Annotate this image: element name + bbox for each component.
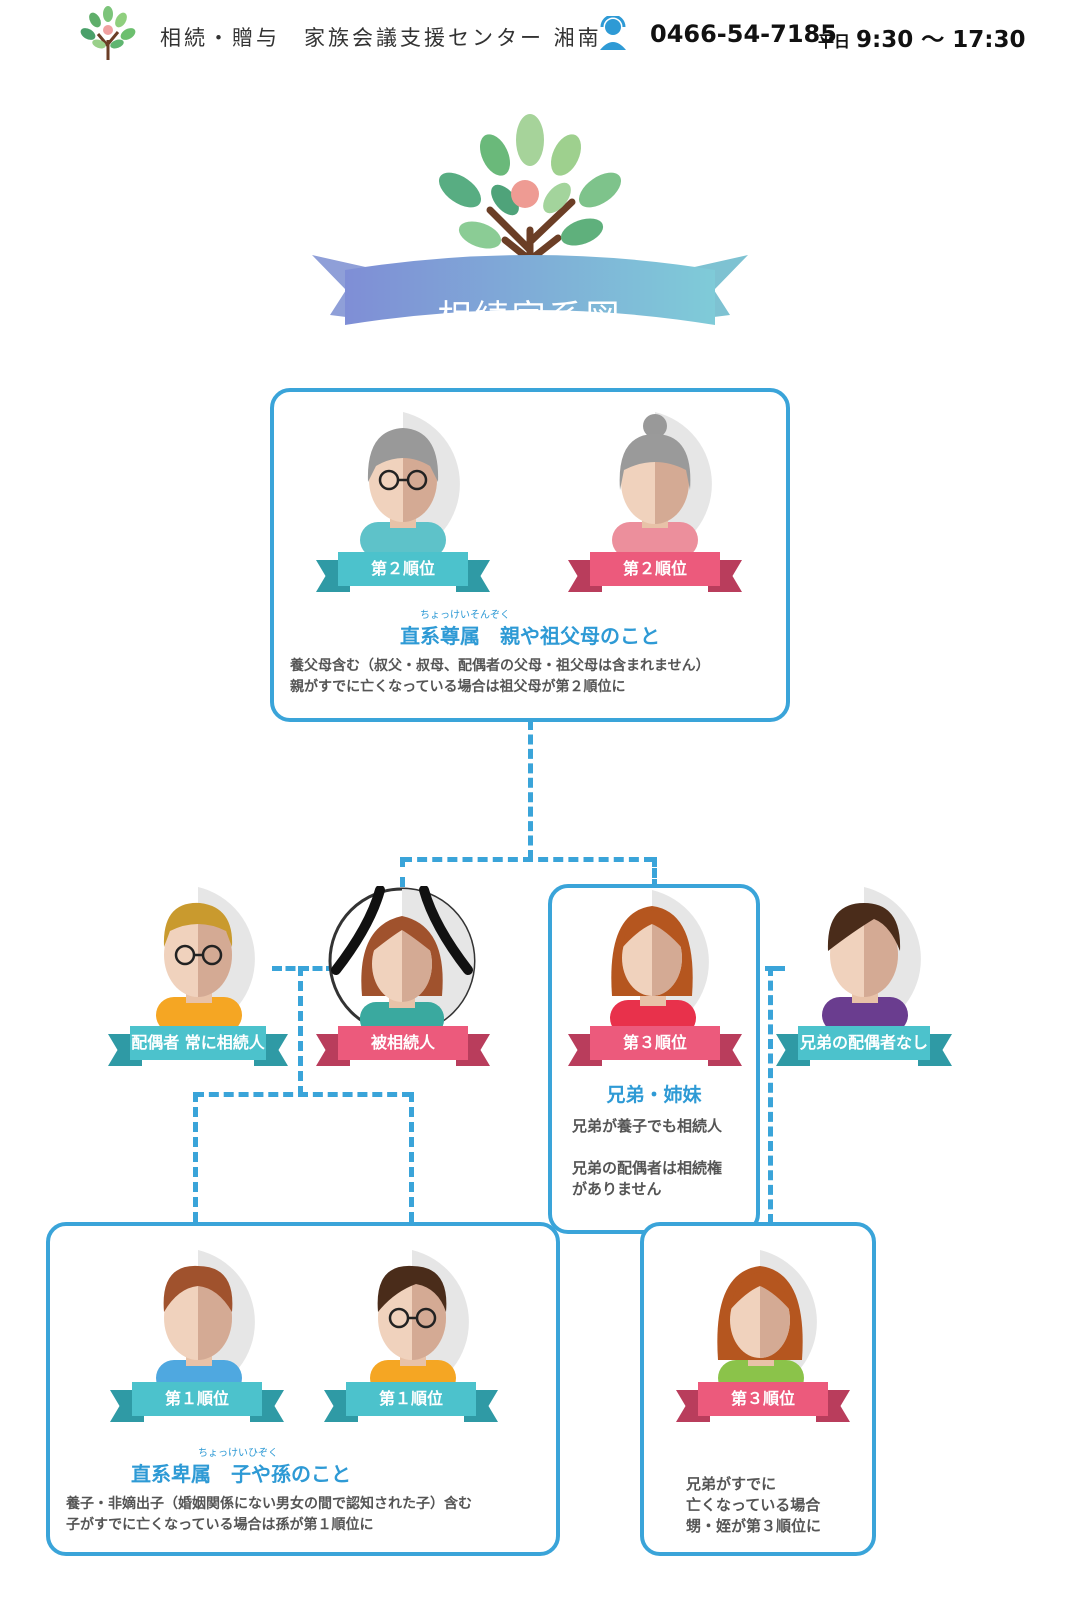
rank-label: 第３順位 bbox=[698, 1382, 828, 1416]
ribbon-deceased: 被相続人 bbox=[316, 1026, 490, 1066]
siblings-note-1: 兄弟が養子でも相続人 bbox=[572, 1117, 723, 1135]
connector-line bbox=[400, 857, 405, 887]
tree-illustration bbox=[438, 114, 622, 294]
connector-line bbox=[272, 966, 336, 971]
connector-line bbox=[409, 1092, 414, 1222]
child-avatar-2 bbox=[370, 1250, 469, 1396]
connector-line bbox=[298, 966, 303, 1096]
siblings-note-2b: がありません bbox=[572, 1180, 662, 1198]
ribbon-grandmother: 第２順位 bbox=[568, 552, 742, 592]
grandfather-avatar bbox=[360, 412, 460, 558]
ribbon-sibling: 第３順位 bbox=[568, 1026, 742, 1066]
family-tree-banner bbox=[312, 114, 748, 325]
nephew-note-3: 甥・姪が第３順位に bbox=[686, 1517, 822, 1535]
child-avatar-1 bbox=[156, 1250, 255, 1396]
deceased-avatar bbox=[328, 886, 476, 1036]
hours-prefix: 平日 bbox=[818, 32, 851, 51]
rank-label: 第１順位 bbox=[346, 1382, 476, 1416]
sibling-spouse-avatar bbox=[822, 887, 921, 1033]
connector-line bbox=[652, 857, 657, 889]
siblings-title: 兄弟・姉妹 bbox=[606, 1084, 702, 1106]
sibling-avatar bbox=[610, 890, 709, 1036]
connector-line bbox=[768, 966, 773, 1224]
ribbon-spouse: 配偶者 常に相続人 bbox=[108, 1026, 288, 1066]
org-name: 相続・贈与 家族会議支援センター 湘南 bbox=[160, 26, 602, 50]
connector-line bbox=[194, 1092, 412, 1097]
descendants-note-2: 子がすでに亡くなっている場合は孫が第１順位に bbox=[66, 1517, 374, 1533]
business-hours: 平日 9:30 〜 17:30 bbox=[818, 20, 1025, 54]
hours-value: 9:30 〜 17:30 bbox=[856, 27, 1026, 53]
operator-headset-icon bbox=[600, 16, 626, 50]
nephew-note-2: 亡くなっている場合 bbox=[686, 1496, 821, 1514]
connector-line bbox=[402, 857, 654, 862]
ascendants-ruby: ちょっけいそんぞく bbox=[420, 610, 510, 621]
sibling-spouse-label: 兄弟の配偶者なし bbox=[798, 1026, 930, 1060]
tree-logo-icon[interactable] bbox=[78, 4, 138, 62]
ribbon-sibling-spouse: 兄弟の配偶者なし bbox=[776, 1026, 952, 1066]
ribbon-child-1: 第１順位 bbox=[110, 1382, 284, 1422]
ascendants-title: 直系尊属 親や祖父母のこと bbox=[400, 624, 660, 648]
spouse-avatar bbox=[156, 887, 255, 1033]
ribbon-nephew: 第３順位 bbox=[676, 1382, 850, 1422]
descendants-note-1: 養子・非嫡出子（婚姻関係にない男女の間で認知された子）含む bbox=[66, 1496, 472, 1512]
ascendants-note-2: 親がすでに亡くなっている場合は祖父母が第２順位に bbox=[290, 679, 626, 695]
rank-label: 第３順位 bbox=[590, 1026, 720, 1060]
phone-number[interactable]: 0466-54-7185 bbox=[650, 20, 837, 48]
rank-label: 第２順位 bbox=[338, 552, 468, 586]
descendants-title: 直系卑属 子や孫のこと bbox=[131, 1462, 351, 1486]
rank-label: 第２順位 bbox=[590, 552, 720, 586]
connector-line bbox=[765, 966, 785, 971]
rank-label: 第１順位 bbox=[132, 1382, 262, 1416]
grandmother-avatar bbox=[612, 412, 712, 558]
connector-line bbox=[193, 1092, 198, 1222]
connector-line bbox=[528, 720, 533, 860]
spouse-label: 配偶者 常に相続人 bbox=[130, 1026, 266, 1060]
ascendants-note-1: 養父母含む（叔父・叔母、配偶者の父母・祖父母は含まれません） bbox=[290, 658, 710, 674]
deceased-label: 被相続人 bbox=[338, 1026, 468, 1060]
descendants-ruby: ちょっけいひぞく bbox=[198, 1448, 278, 1459]
banner-title: 相続家系図 bbox=[437, 298, 623, 338]
nephew-note-1: 兄弟がすでに bbox=[686, 1475, 777, 1493]
nephew-niece-avatar bbox=[717, 1250, 817, 1396]
ribbon-grandfather: 第２順位 bbox=[316, 552, 490, 592]
siblings-note-2a: 兄弟の配偶者は相続権 bbox=[572, 1159, 723, 1177]
ribbon-child-2: 第１順位 bbox=[324, 1382, 498, 1422]
